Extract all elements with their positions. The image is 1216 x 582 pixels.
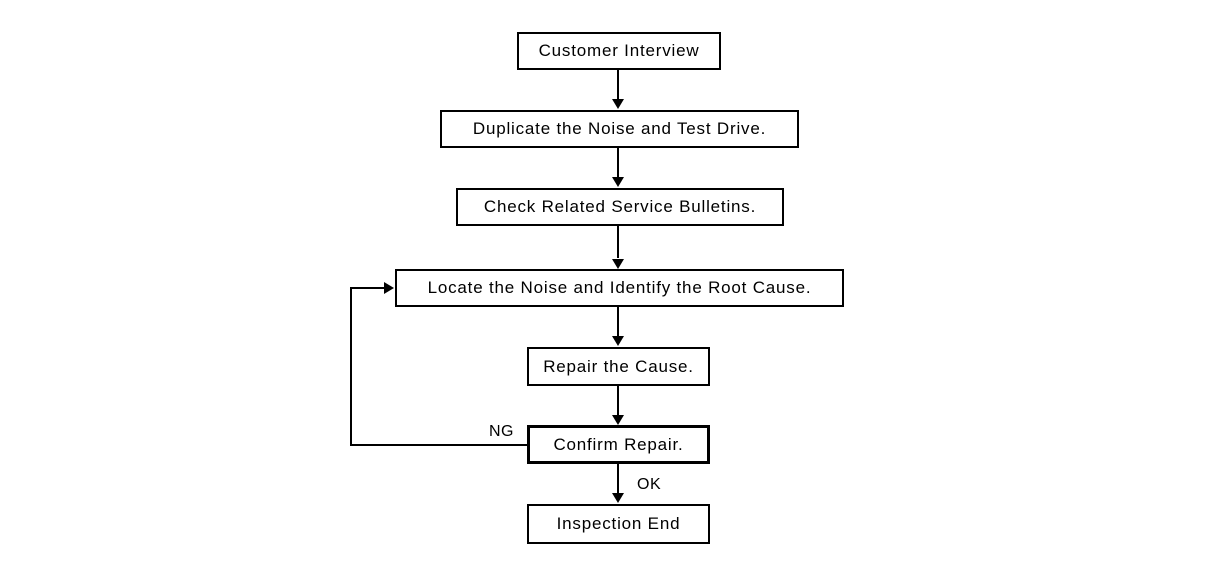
loop-segment-horizontal-top <box>350 287 386 289</box>
node-customer-interview-label: Customer Interview <box>538 41 700 60</box>
connector-2-3 <box>617 148 619 178</box>
node-duplicate-noise-label: Duplicate the Noise and Test Drive. <box>472 119 767 138</box>
arrowhead-5-6 <box>612 415 624 425</box>
node-locate-noise[interactable]: Locate the Noise and Identify the Root C… <box>395 269 844 307</box>
node-inspection-end[interactable]: Inspection End <box>527 504 710 544</box>
connector-5-6 <box>617 386 619 416</box>
arrowhead-2-3 <box>612 177 624 187</box>
node-confirm-repair[interactable]: Confirm Repair. <box>527 425 710 464</box>
node-check-bulletins[interactable]: Check Related Service Bulletins. <box>456 188 784 226</box>
arrowhead-1-2 <box>612 99 624 109</box>
edge-label-ng: NG <box>489 423 514 440</box>
node-duplicate-noise[interactable]: Duplicate the Noise and Test Drive. <box>440 110 799 148</box>
node-confirm-repair-label: Confirm Repair. <box>553 434 684 454</box>
node-locate-noise-label: Locate the Noise and Identify the Root C… <box>427 278 812 297</box>
node-inspection-end-label: Inspection End <box>556 514 681 533</box>
node-check-bulletins-label: Check Related Service Bulletins. <box>483 197 757 216</box>
arrowhead-3-4 <box>612 259 624 269</box>
edge-label-ok: OK <box>637 476 662 493</box>
loop-segment-horizontal-bottom <box>350 444 529 446</box>
connector-4-5 <box>617 307 619 337</box>
arrowhead-4-5 <box>612 336 624 346</box>
arrowhead-6-7 <box>612 493 624 503</box>
node-repair-cause[interactable]: Repair the Cause. <box>527 347 710 386</box>
connector-3-4 <box>617 226 619 258</box>
arrowhead-loop-to-locate <box>384 282 394 294</box>
connector-1-2 <box>617 70 619 100</box>
connector-6-7 <box>617 464 619 494</box>
node-repair-cause-label: Repair the Cause. <box>543 356 694 376</box>
loop-segment-vertical <box>350 287 352 446</box>
node-customer-interview[interactable]: Customer Interview <box>517 32 721 70</box>
